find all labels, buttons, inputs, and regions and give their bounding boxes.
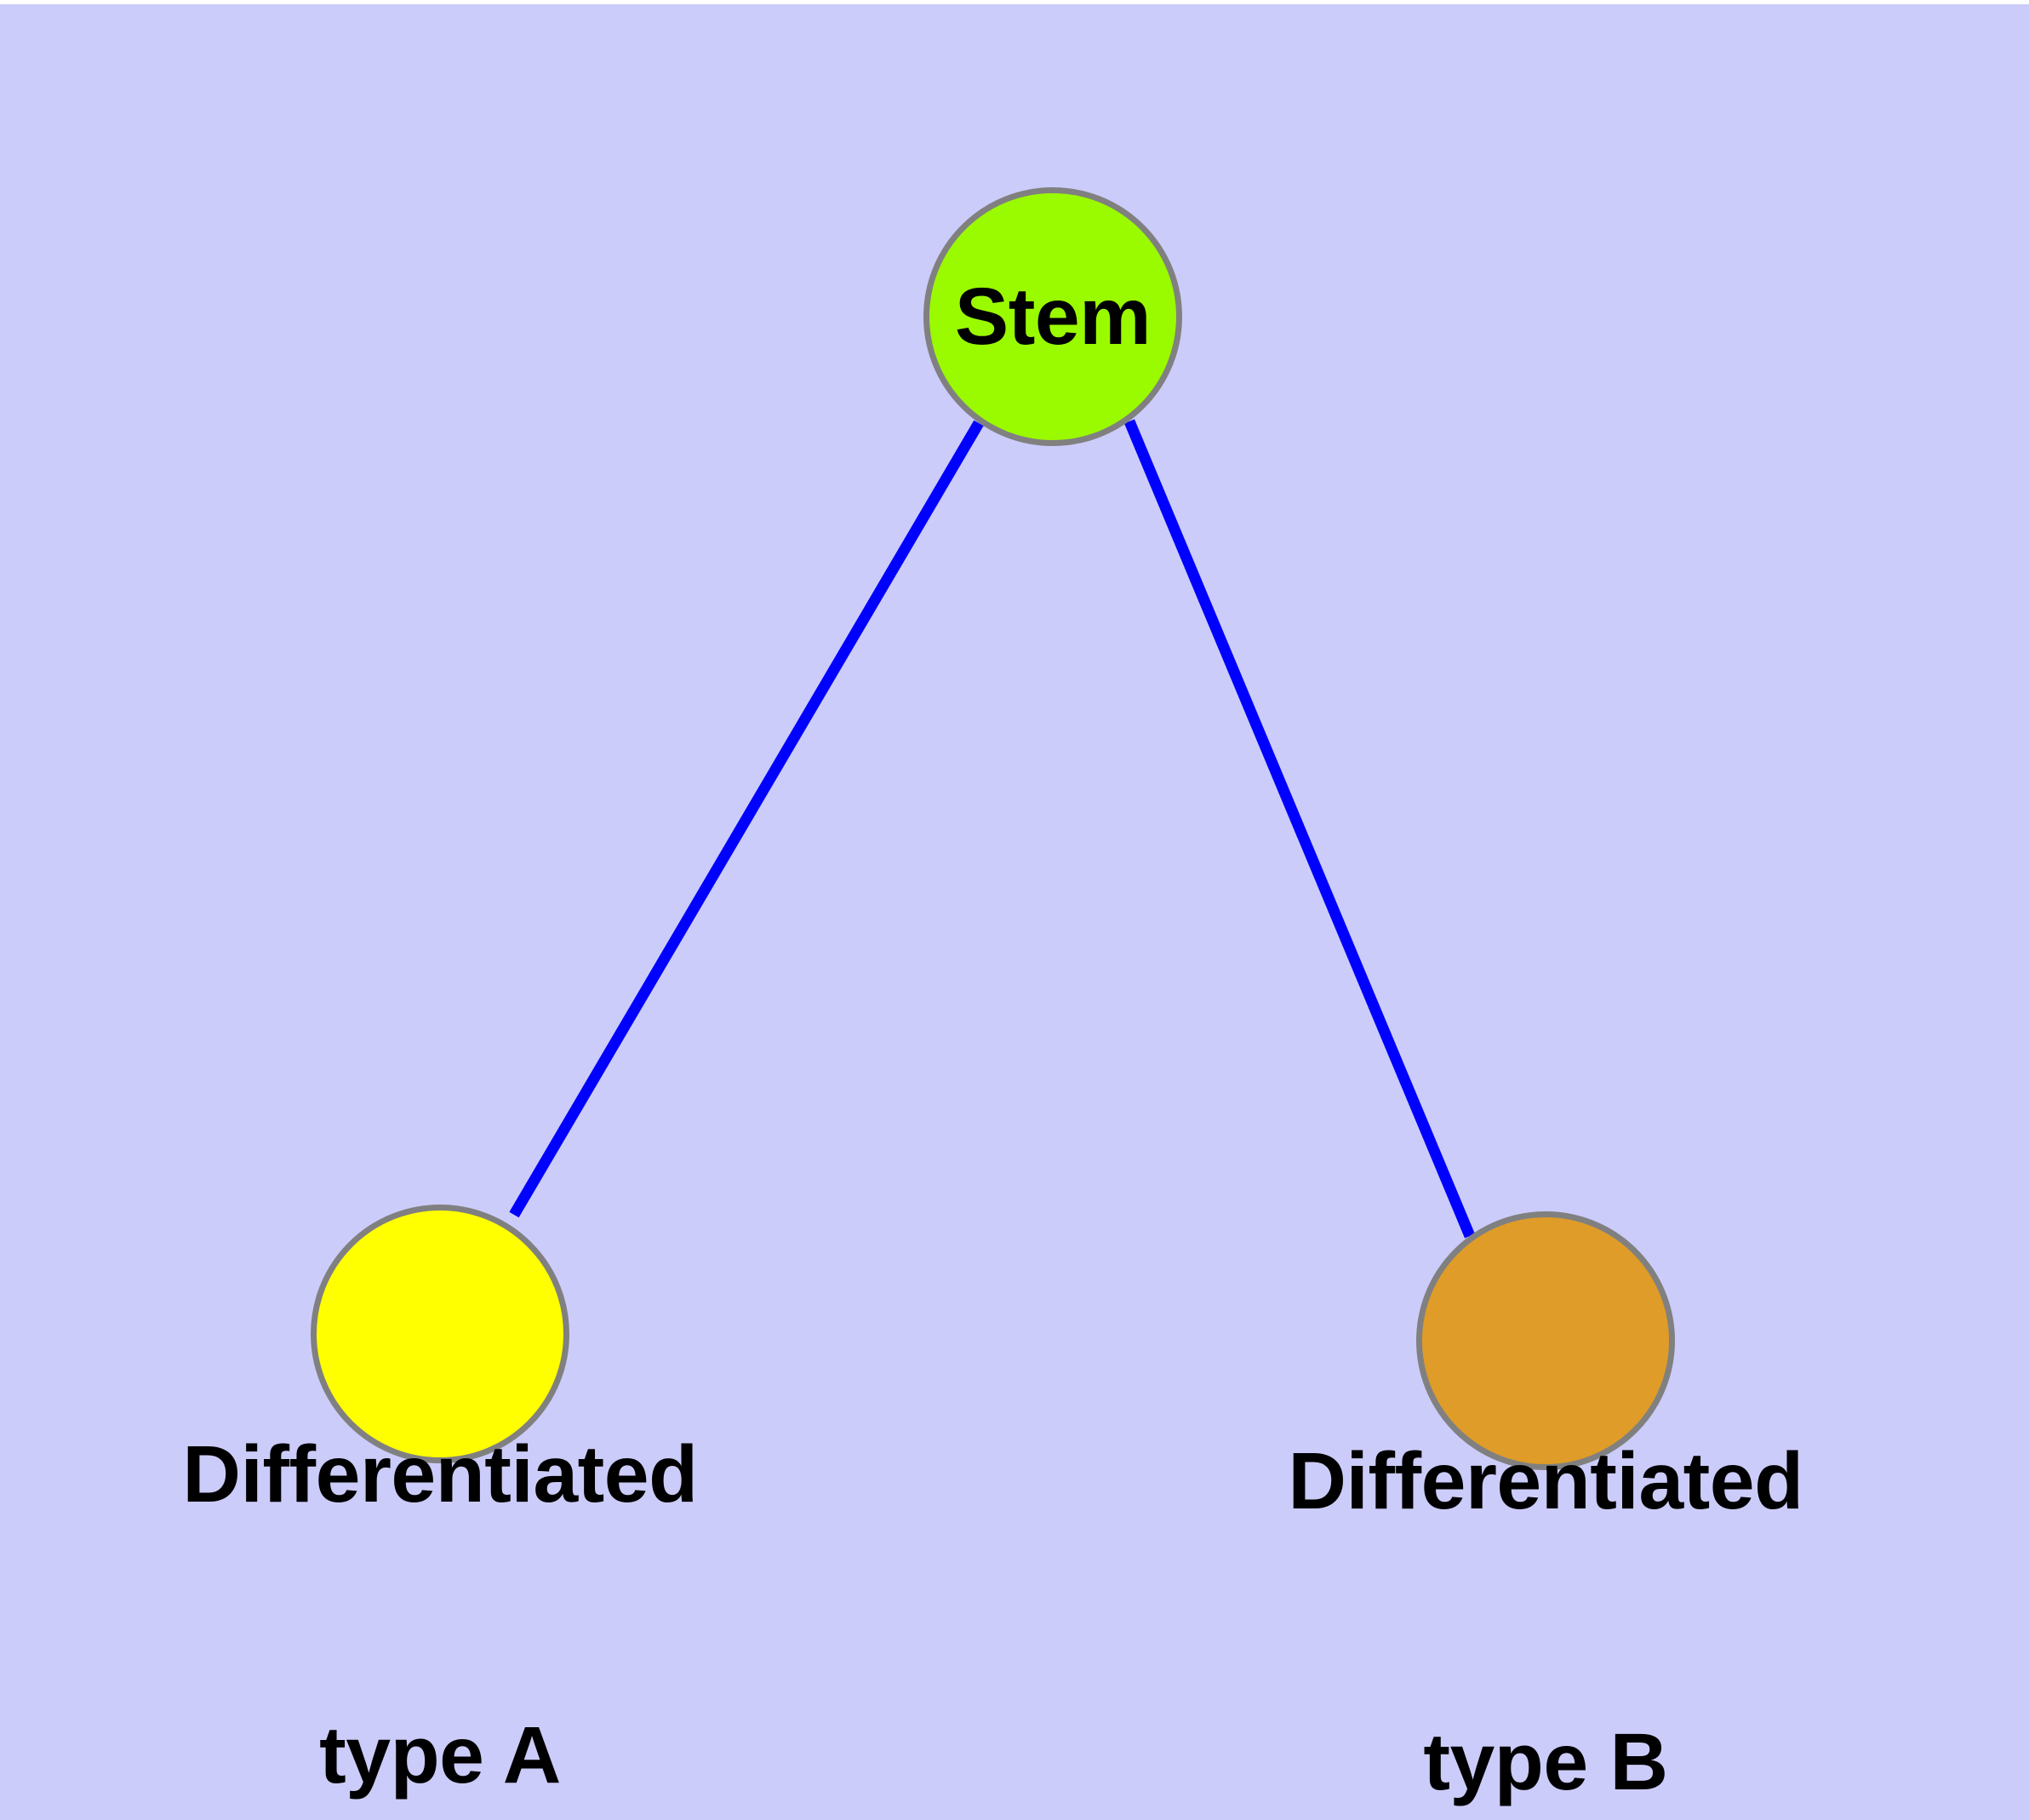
node-layer bbox=[311, 187, 1675, 1470]
edge-stem-to-diff-a bbox=[509, 420, 984, 1218]
node-differentiated-type-b[interactable] bbox=[1416, 1211, 1675, 1470]
node-stem[interactable] bbox=[923, 187, 1182, 446]
node-differentiated-type-a[interactable] bbox=[311, 1205, 569, 1463]
edge-layer bbox=[509, 419, 1475, 1239]
edge-stem-to-diff-b bbox=[1124, 419, 1475, 1239]
